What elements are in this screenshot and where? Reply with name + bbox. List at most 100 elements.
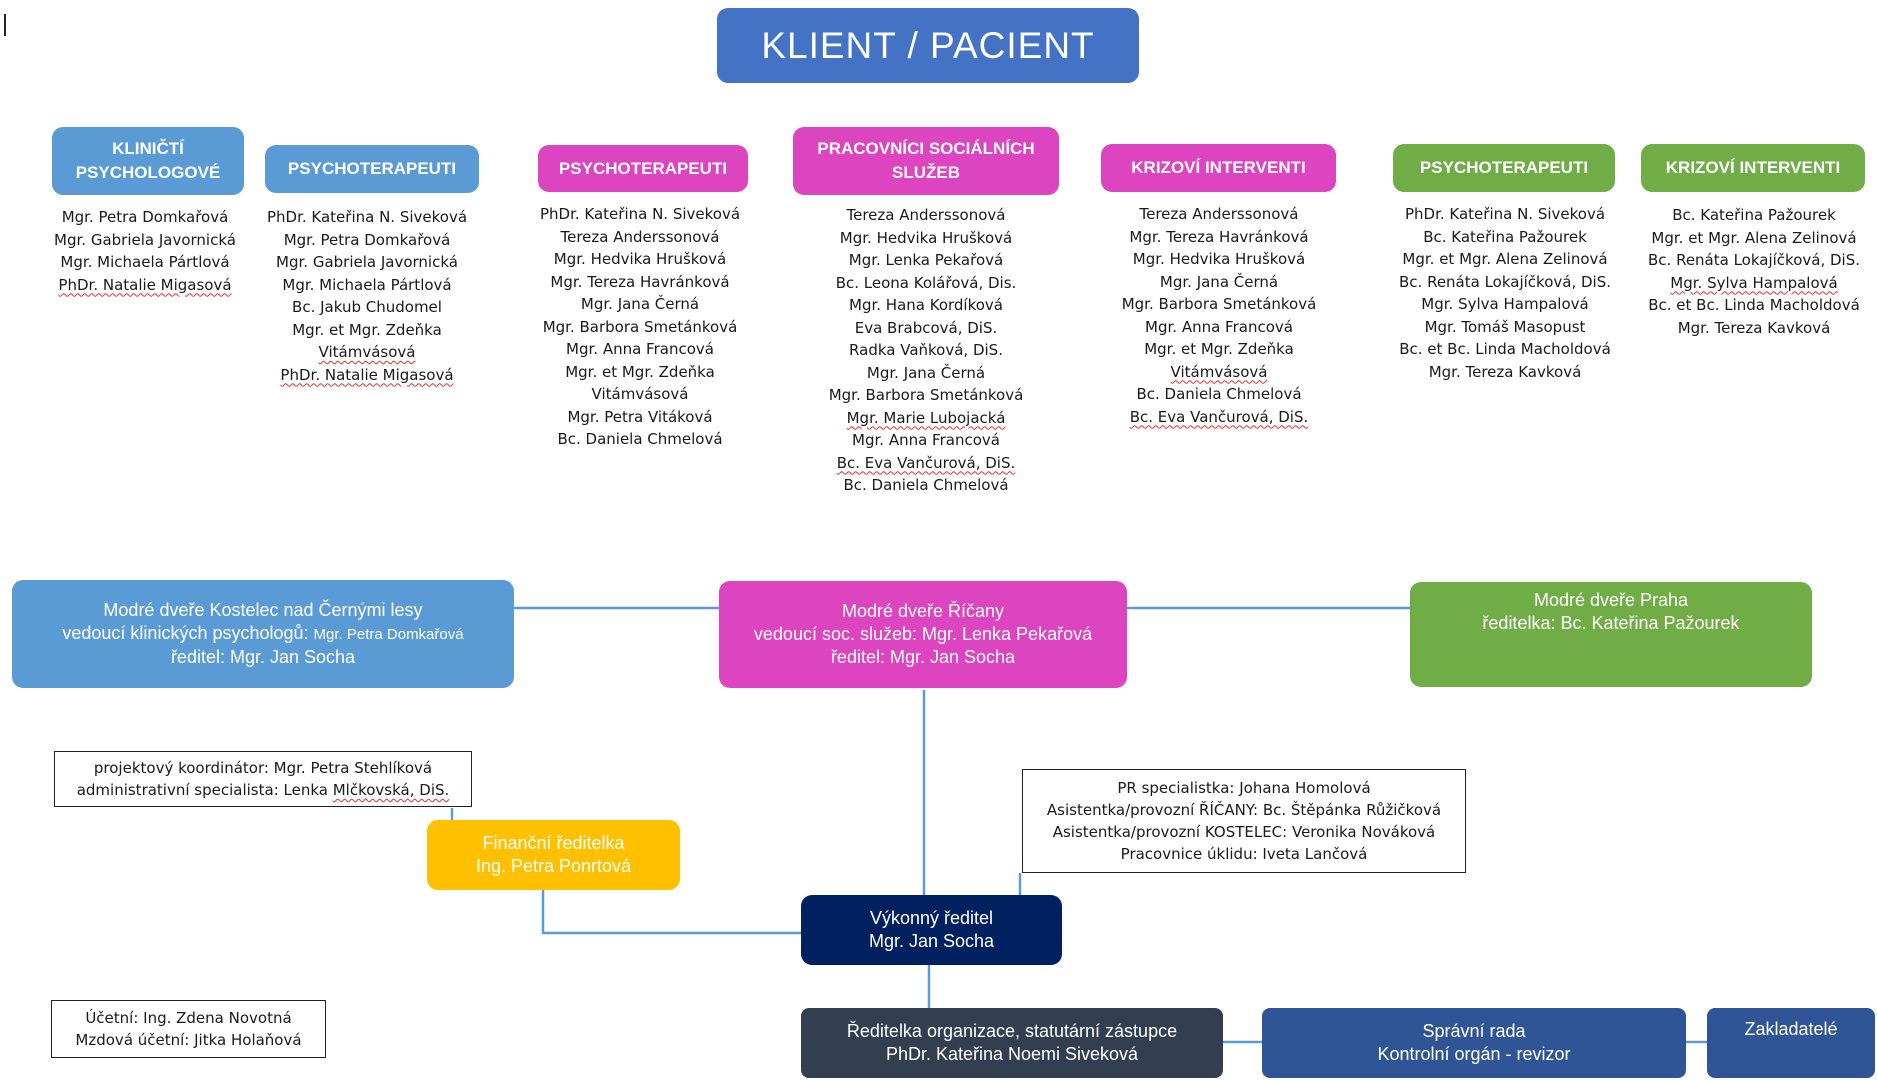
list-psychotherapists-kostelec: PhDr. Kateřina N. Siveková Mgr. Petra Do… — [252, 206, 482, 386]
list-item: Bc. Kateřina Pažourek — [1423, 227, 1587, 246]
header-label: PSYCHOTERAPEUTI — [558, 158, 728, 178]
list-item: Mgr. Barbora Smetánková — [828, 386, 1024, 404]
list-item: Mgr. Jana Černá — [580, 295, 700, 313]
list-item: Bc. Leona Kolářová, Dis. — [835, 273, 1017, 292]
list-item: Mgr. Hedvika Hrušková — [1132, 250, 1306, 268]
organization-director-name: PhDr. Kateřina Noemi Siveková — [885, 1044, 1139, 1064]
unit-ricany-name: Modré dveře Říčany — [841, 601, 1005, 621]
note-line: Mzdová účetní: Jitka Holaňová — [75, 1031, 302, 1049]
header-label: KRIZOVÍ INTERVENTI — [1665, 158, 1841, 177]
note-line-name: Mlčkovská, DiS. — [332, 781, 450, 799]
unit-ricany-lead: vedoucí soc. služeb: Mgr. Lenka Pekařová — [753, 624, 1093, 644]
unit-kostelec-name: Modré dveře Kostelec nad Černými lesy — [103, 600, 423, 620]
list-item: Mgr. Gabriela Javornická — [276, 253, 458, 271]
header-crisis-interventionists-ricany: KRIZOVÍ INTERVENTI — [1101, 144, 1336, 192]
unit-praha-name: Modré dveře Praha — [1533, 590, 1689, 610]
header-line: PSYCHOLOGOVÉ — [75, 163, 221, 182]
finance-director-box: Finanční ředitelka Ing. Petra Ponrtová — [427, 820, 680, 890]
list-item: Tereza Anderssonová — [1139, 205, 1299, 223]
header-label: PSYCHOTERAPEUTI — [287, 159, 457, 178]
list-item: Mgr. Michaela Pártlová — [282, 275, 452, 294]
list-item: Tereza Anderssonová — [846, 206, 1006, 224]
list-item: PhDr. Kateřina N. Siveková — [539, 205, 741, 223]
list-item: PhDr. Kateřina N. Siveková — [266, 208, 468, 226]
list-item: Tereza Anderssonová — [560, 227, 720, 246]
header-label: PSYCHOTERAPEUTI — [1419, 158, 1589, 177]
list-item: Mgr. Anna Francová — [852, 431, 1000, 449]
list-psychotherapists-praha: PhDr. Kateřina N. Siveková Bc. Kateřina … — [1385, 203, 1625, 383]
unit-praha-director: ředitelka: Bc. Kateřina Pažourek — [1482, 613, 1740, 633]
list-item: Vitámvásová — [1170, 362, 1268, 381]
note-line: PR specialistka: Johana Homolová — [1117, 779, 1371, 797]
header-line: SLUŽEB — [892, 163, 960, 182]
list-item: Mgr. Tereza Kavková — [1677, 318, 1831, 337]
accounting-note: Účetní: Ing. Zdena Novotná Mzdová účetní… — [51, 1000, 326, 1058]
executive-director-title: Výkonný ředitel — [869, 908, 994, 928]
list-item: Bc. Jakub Chudomel — [292, 298, 442, 316]
list-item: Mgr. et Mgr. Alena Zelinová — [1651, 228, 1857, 247]
list-item: Mgr. Anna Francová — [566, 340, 714, 358]
board-box: Správní rada Kontrolní orgán - revizor — [1262, 1008, 1686, 1078]
list-item: Mgr. Hana Kordíková — [849, 296, 1003, 314]
header-psychotherapists-ricany: PSYCHOTERAPEUTI — [538, 145, 748, 192]
list-item: Mgr. Tereza Havránková — [1129, 227, 1309, 246]
note-line: Účetní: Ing. Zdena Novotná — [85, 1009, 292, 1027]
list-item: Mgr. Petra Vitáková — [567, 407, 713, 426]
list-psychotherapists-ricany: PhDr. Kateřina N. Siveková Tereza Anders… — [525, 203, 755, 451]
list-item: Radka Vaňková, DiS. — [849, 341, 1003, 359]
list-item: Bc. Eva Vančurová, DiS. — [1129, 407, 1309, 426]
list-item: Bc. Daniela Chmelová — [557, 430, 723, 448]
unit-ricany-box: Modré dveře Říčany vedoucí soc. služeb: … — [719, 581, 1127, 688]
list-item: Mgr. Tereza Havránková — [550, 272, 730, 291]
note-line: projektový koordinátor: Mgr. Petra Stehl… — [93, 759, 433, 777]
list-item: Vitámvásová — [318, 343, 416, 361]
list-item: Mgr. Jana Černá — [866, 363, 986, 382]
list-clinical-psychologists: Mgr. Petra Domkařová Mgr. Gabriela Javor… — [40, 206, 250, 296]
text-cursor — [4, 14, 6, 36]
unit-kostelec-lead: vedoucí klinických psychologů: Mgr. Petr… — [62, 622, 463, 646]
list-item: Mgr. et Mgr. Alena Zelinová — [1402, 250, 1608, 268]
unit-kostelec-lead-role: vedoucí klinických psychologů: — [62, 623, 314, 643]
list-item: Mgr. Gabriela Javornická — [54, 230, 236, 249]
list-item: Mgr. Michaela Pártlová — [60, 253, 230, 271]
unit-kostelec-lead-name: Mgr. Petra Domkařová — [313, 626, 464, 643]
organization-director-box: Ředitelka organizace, statutární zástupc… — [801, 1008, 1223, 1078]
client-patient-box: KLIENT / PACIENT — [717, 8, 1139, 83]
list-item: Mgr. Barbora Smetánková — [1121, 295, 1317, 313]
note-line: administrativní specialista: Lenka Mlčko… — [55, 779, 471, 801]
list-item: Mgr. et Mgr. Zdeňka — [292, 320, 442, 339]
list-item: Bc. et Bc. Linda Macholdová — [1399, 340, 1611, 358]
list-item: Bc. et Bc. Linda Macholdová — [1648, 296, 1860, 314]
list-item: Mgr. Anna Francová — [1145, 317, 1293, 336]
connector-finance-executive — [541, 890, 801, 935]
finance-director-name: Ing. Petra Ponrtová — [475, 856, 632, 876]
board-title: Správní rada — [1422, 1021, 1526, 1041]
list-item: Bc. Renáta Lokajíčková, DiS. — [1399, 272, 1611, 291]
note-line: Pracovnice úklidu: Iveta Lančová — [1120, 845, 1368, 863]
project-coordinator-note: projektový koordinátor: Mgr. Petra Stehl… — [54, 751, 472, 807]
list-item: Mgr. Tereza Kavková — [1428, 362, 1582, 381]
pr-staff-note: PR specialistka: Johana Homolová Asisten… — [1022, 769, 1466, 873]
header-line: PRACOVNÍCI SOCIÁLNÍCH — [817, 139, 1035, 158]
list-item: Mgr. Hedvika Hrušková — [553, 250, 727, 268]
list-item: Mgr. Marie Lubojacká — [846, 408, 1006, 427]
executive-director-name: Mgr. Jan Socha — [868, 931, 995, 951]
list-item: PhDr. Kateřina N. Siveková — [1404, 205, 1606, 223]
header-psychotherapists-praha: PSYCHOTERAPEUTI — [1393, 144, 1615, 192]
founders-label: Zakladatelé — [1744, 1019, 1838, 1039]
list-item: PhDr. Natalie Migasová — [280, 365, 454, 384]
list-item: Eva Brabcová, DiS. — [854, 318, 998, 337]
list-crisis-interventionists-ricany: Tereza Anderssonová Mgr. Tereza Havránko… — [1103, 203, 1335, 428]
unit-ricany-director: ředitel: Mgr. Jan Socha — [830, 647, 1016, 667]
list-item: Mgr. Sylva Hampalová — [1670, 273, 1838, 292]
list-item: Mgr. Jana Černá — [1159, 272, 1279, 291]
list-item: PhDr. Natalie Migasová — [58, 275, 232, 294]
list-item: Bc. Renáta Lokajíčková, DiS. — [1648, 251, 1860, 269]
list-item: Mgr. Petra Domkařová — [283, 230, 451, 249]
list-item: Bc. Eva Vančurová, DiS. — [836, 453, 1016, 472]
list-item: Mgr. Hedvika Hrušková — [839, 228, 1013, 247]
organization-director-title: Ředitelka organizace, statutární zástupc… — [846, 1021, 1178, 1041]
founders-box: Zakladatelé — [1707, 1008, 1875, 1078]
list-item: Mgr. et Mgr. Zdeňka — [565, 362, 715, 381]
list-item: Mgr. et Mgr. Zdeňka — [1144, 340, 1294, 358]
